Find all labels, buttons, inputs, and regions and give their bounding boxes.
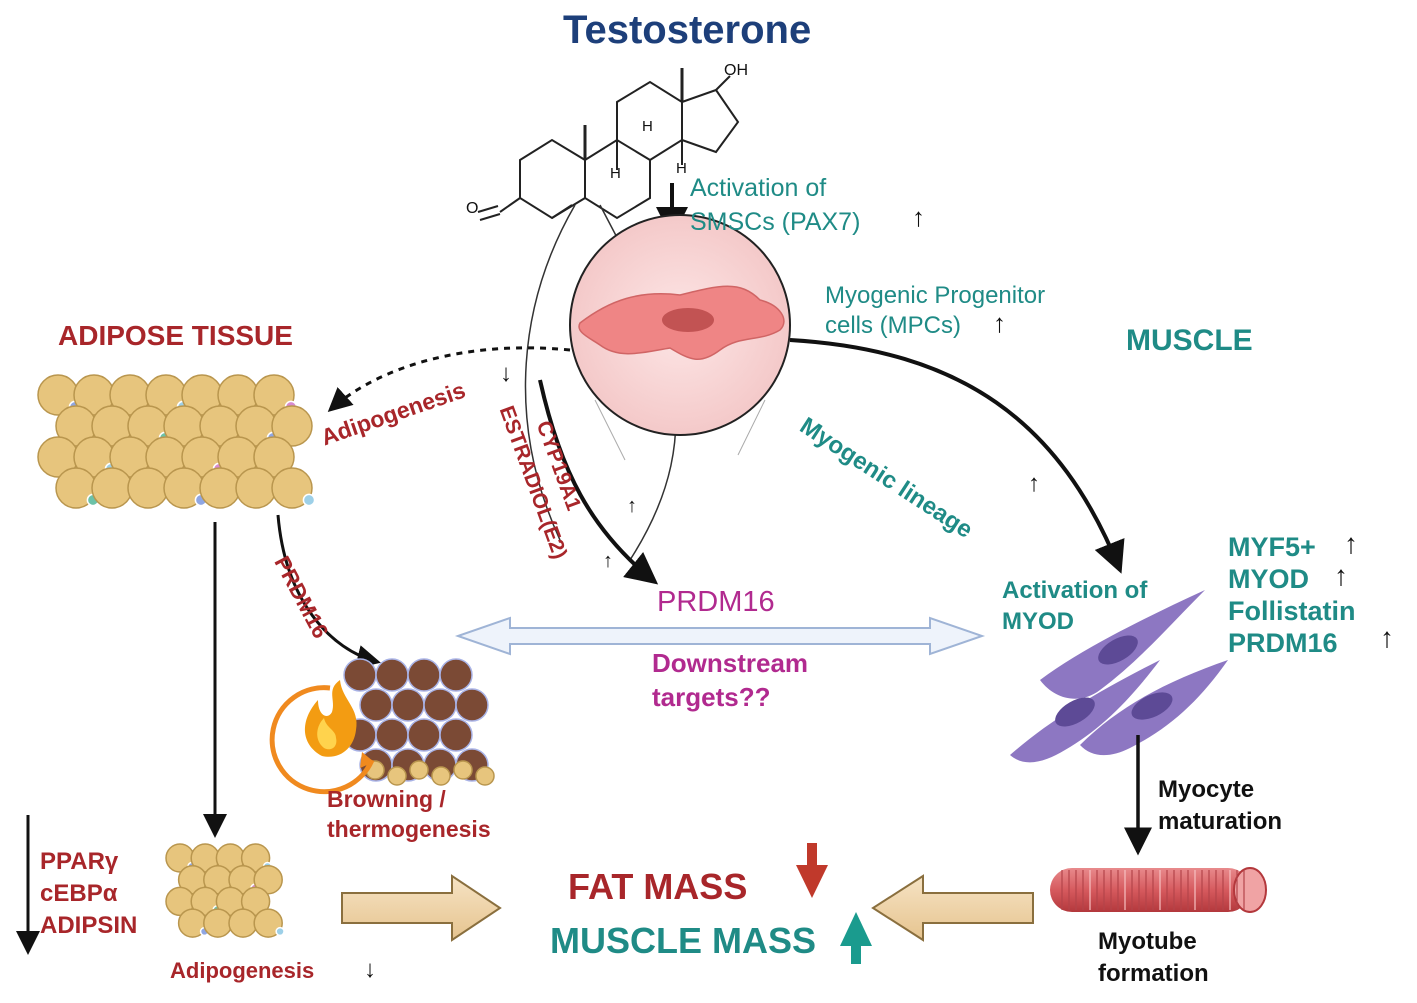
cell bbox=[375, 658, 409, 692]
adipose-section-title: ADIPOSE TISSUE bbox=[58, 320, 293, 351]
fat-mass-down-icon bbox=[796, 843, 828, 898]
browning-label: Browning / bbox=[327, 786, 446, 812]
cell bbox=[431, 766, 451, 786]
cell bbox=[275, 926, 285, 937]
down-arrow-icon: ↓ bbox=[364, 956, 376, 983]
cell bbox=[407, 718, 441, 752]
cell bbox=[235, 467, 277, 509]
up-arrow-icon: ↑ bbox=[993, 308, 1006, 338]
cell bbox=[240, 886, 271, 917]
myod-label: MYOD bbox=[1228, 564, 1309, 594]
up-arrow-icon: ↑ bbox=[603, 550, 613, 572]
brown-adipose-cluster bbox=[343, 658, 495, 786]
browning-label: thermogenesis bbox=[327, 816, 491, 842]
fat-mass-label: FAT MASS bbox=[568, 866, 748, 907]
mpc-label: cells (MPCs) bbox=[825, 312, 961, 339]
cell bbox=[228, 908, 258, 938]
cell bbox=[253, 436, 295, 478]
cell bbox=[375, 718, 409, 752]
cell bbox=[199, 467, 241, 509]
title: Testosterone bbox=[563, 8, 812, 52]
myf5-label: MYF5+ bbox=[1228, 532, 1316, 562]
zoom-line-left bbox=[594, 399, 626, 461]
mpc-label: Myogenic Progenitor bbox=[825, 282, 1046, 309]
myotube-icon bbox=[1050, 867, 1267, 913]
myotube-label: Myotube bbox=[1098, 928, 1197, 955]
cell bbox=[387, 766, 407, 786]
estradiol-to-prdm16-arrow bbox=[538, 379, 659, 585]
molecule-h-label: H bbox=[610, 165, 621, 182]
adipogenesis-bottom-label: Adipogenesis bbox=[170, 958, 315, 983]
cell bbox=[240, 843, 271, 873]
molecule-oh-label: OH bbox=[724, 62, 748, 79]
cell bbox=[253, 908, 283, 938]
cell bbox=[271, 405, 313, 447]
cell bbox=[409, 760, 429, 780]
cell bbox=[271, 467, 313, 509]
prdm16-browning-arrow bbox=[276, 514, 381, 669]
downstream-label: targets?? bbox=[652, 682, 771, 712]
cell bbox=[91, 467, 133, 509]
cebpa-label: cEBPα bbox=[40, 880, 118, 907]
up-arrow-icon: ↑ bbox=[1380, 622, 1394, 653]
cell bbox=[127, 467, 169, 509]
pparg-label: PPARγ bbox=[40, 848, 119, 875]
cell bbox=[203, 908, 233, 938]
cell bbox=[407, 658, 441, 692]
cell bbox=[253, 374, 295, 416]
molecule-o-label: O bbox=[466, 200, 479, 217]
cell bbox=[359, 688, 393, 722]
adipsin-label: ADIPSIN bbox=[40, 912, 138, 939]
prdm16-center-label: PRDM16 bbox=[657, 586, 775, 618]
muscle-to-outcome-arrow bbox=[871, 874, 1034, 942]
cell bbox=[439, 658, 473, 692]
zoom-line-right bbox=[737, 399, 766, 456]
up-arrow-icon: ↑ bbox=[912, 202, 925, 232]
maturation-label: Myocyte bbox=[1158, 776, 1255, 803]
cell bbox=[439, 718, 473, 752]
up-arrow-icon: ↑ bbox=[1028, 470, 1040, 497]
cell bbox=[455, 688, 489, 722]
muscle-section-title: MUSCLE bbox=[1126, 324, 1253, 357]
downstream-label: Downstream bbox=[652, 648, 809, 678]
muscle-mass-label: MUSCLE MASS bbox=[550, 920, 817, 961]
activation-smsc-label: SMSCs (PAX7) bbox=[690, 208, 861, 236]
activation-myod-label: MYOD bbox=[1002, 608, 1074, 635]
adipose-tissue-cluster bbox=[37, 374, 316, 509]
maturation-label: maturation bbox=[1158, 808, 1283, 835]
up-arrow-icon: ↑ bbox=[627, 495, 637, 517]
down-arrow-icon: ↓ bbox=[500, 360, 512, 387]
follistatin-label: Follistatin bbox=[1228, 596, 1356, 626]
cell bbox=[253, 864, 283, 895]
prdm16-marker-label: PRDM16 bbox=[1228, 628, 1338, 658]
myogenic-lineage-arrow bbox=[789, 338, 1125, 574]
activation-smsc-label: Activation of bbox=[690, 174, 827, 202]
molecule-h-label: H bbox=[676, 160, 687, 177]
cell bbox=[453, 760, 473, 780]
activation-myod-label: Activation of bbox=[1002, 577, 1148, 604]
cell bbox=[302, 493, 316, 507]
cell bbox=[343, 658, 377, 692]
myotube-label: formation bbox=[1098, 960, 1209, 987]
flame-icon bbox=[269, 680, 375, 795]
myocyte-cells bbox=[1010, 590, 1228, 763]
stem-cell-circle bbox=[569, 214, 791, 436]
cell bbox=[423, 688, 457, 722]
molecule-h-label: H bbox=[642, 118, 653, 135]
up-arrow-icon: ↑ bbox=[1344, 528, 1358, 559]
testosterone-molecule-icon bbox=[477, 68, 740, 221]
adipose-to-outcome-arrow bbox=[341, 874, 502, 942]
up-arrow-icon: ↑ bbox=[1334, 560, 1348, 591]
adipogenesis-dashed-arrow bbox=[327, 346, 571, 413]
muscle-mass-up-icon bbox=[840, 912, 872, 964]
small-adipose-cluster bbox=[165, 843, 285, 938]
prdm16-link-double-arrow bbox=[454, 616, 986, 656]
molecule-to-estradiol-line bbox=[524, 204, 576, 541]
cell bbox=[391, 688, 425, 722]
cell bbox=[475, 766, 495, 786]
